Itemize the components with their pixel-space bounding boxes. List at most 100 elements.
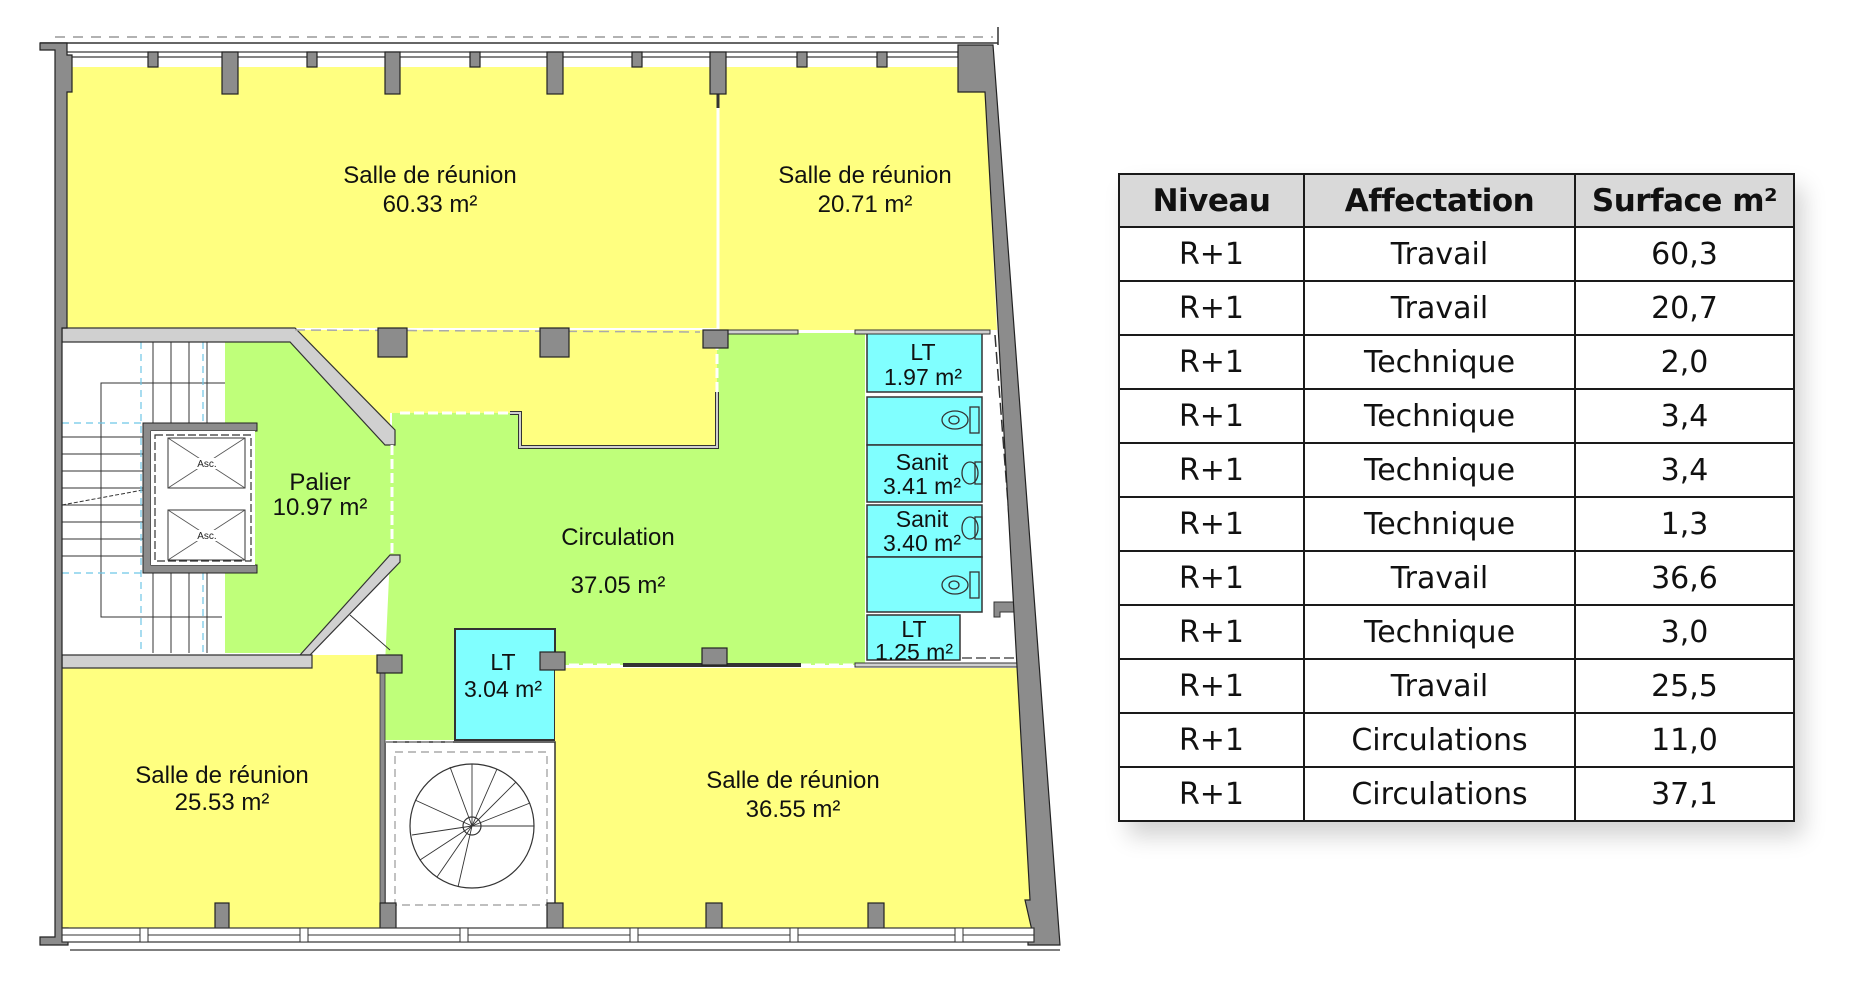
elevator-label: Asc. [197, 531, 216, 542]
room-salle-20-fill [718, 67, 997, 330]
cell-affectation: Circulations [1303, 712, 1576, 768]
svg-text:3.40 m²: 3.40 m² [883, 530, 961, 556]
cell-affectation: Travail [1303, 550, 1576, 606]
cell-affectation: Technique [1303, 334, 1576, 390]
cell-surface: 60,3 [1574, 226, 1795, 282]
svg-text:3.41 m²: 3.41 m² [883, 473, 961, 499]
toilet-icon [961, 461, 983, 485]
cell-affectation: Travail [1303, 280, 1576, 336]
header-affectation: Affectation [1303, 173, 1576, 228]
svg-text:10.97 m²: 10.97 m² [273, 494, 368, 521]
room-label-sanit-341: Sanit 3.41 m² [883, 449, 961, 499]
cell-niveau: R+1 [1118, 604, 1305, 660]
elevator-label: Asc. [197, 459, 216, 470]
room-label-salle-60: Salle de réunion 60.33 m² [343, 162, 516, 218]
svg-text:LT: LT [490, 649, 515, 675]
elevator-car-2: Asc. [167, 509, 246, 561]
wc-2-fill [866, 556, 983, 613]
cell-surface: 36,6 [1574, 550, 1795, 606]
svg-text:Sanit: Sanit [896, 449, 949, 475]
cell-niveau: R+1 [1118, 280, 1305, 336]
svg-text:20.71 m²: 20.71 m² [818, 191, 913, 218]
cell-niveau: R+1 [1118, 658, 1305, 714]
svg-text:37.05 m²: 37.05 m² [571, 572, 666, 599]
header-surface: Surface m² [1574, 173, 1795, 228]
elevator-shaft: Asc. Asc. [142, 422, 258, 574]
toilet-icon [941, 406, 980, 434]
cell-affectation: Technique [1303, 496, 1576, 552]
cell-surface: 20,7 [1574, 280, 1795, 336]
svg-text:1.97 m²: 1.97 m² [884, 364, 962, 390]
top-facade [40, 27, 999, 58]
cell-surface: 1,3 [1574, 496, 1795, 552]
svg-text:1.25 m²: 1.25 m² [875, 639, 953, 665]
cell-surface: 2,0 [1574, 334, 1795, 390]
cell-niveau: R+1 [1118, 442, 1305, 498]
table-header-row: Niveau Affectation Surface m² [1118, 173, 1795, 228]
toilet-icon [941, 571, 980, 599]
room-salle-60-annex-fill [295, 330, 718, 447]
cell-affectation: Technique [1303, 388, 1576, 444]
cell-niveau: R+1 [1118, 550, 1305, 606]
svg-text:3.04 m²: 3.04 m² [464, 676, 542, 702]
cell-surface: 37,1 [1574, 766, 1795, 822]
cell-affectation: Technique [1303, 604, 1576, 660]
room-label-lt-125: LT 1.25 m² [875, 616, 953, 665]
room-label-circulation: Circulation 37.05 m² [561, 524, 674, 599]
bottom-facade [61, 927, 1060, 951]
svg-text:36.55 m²: 36.55 m² [746, 796, 841, 823]
cell-affectation: Travail [1303, 658, 1576, 714]
floor-plan: Asc. Asc. [39, 27, 1061, 951]
svg-text:60.33 m²: 60.33 m² [383, 191, 478, 218]
room-salle-60-fill [67, 67, 718, 328]
toilet-icon [961, 516, 983, 540]
wc-1-fill [866, 396, 983, 446]
cell-niveau: R+1 [1118, 712, 1305, 768]
room-label-lt-304: LT 3.04 m² [464, 649, 542, 702]
svg-text:Circulation: Circulation [561, 524, 674, 551]
room-label-lt-197: LT 1.97 m² [884, 339, 962, 390]
room-lt-304-fill [454, 628, 556, 741]
cell-niveau: R+1 [1118, 496, 1305, 552]
cell-niveau: R+1 [1118, 334, 1305, 390]
room-lt-125-fill [866, 614, 961, 661]
cell-surface: 3,4 [1574, 442, 1795, 498]
svg-text:Salle de réunion: Salle de réunion [778, 162, 951, 189]
cell-niveau: R+1 [1118, 766, 1305, 822]
svg-text:Sanit: Sanit [896, 506, 949, 532]
cell-surface: 3,0 [1574, 604, 1795, 660]
cell-niveau: R+1 [1118, 388, 1305, 444]
pillars [147, 51, 888, 931]
room-label-salle-25: Salle de réunion 25.53 m² [135, 762, 308, 816]
header-niveau: Niveau [1118, 173, 1305, 228]
svg-text:LT: LT [901, 616, 926, 642]
svg-text:Salle de réunion: Salle de réunion [706, 767, 879, 794]
svg-text:Salle de réunion: Salle de réunion [135, 762, 308, 789]
cell-surface: 3,4 [1574, 388, 1795, 444]
cell-affectation: Technique [1303, 442, 1576, 498]
room-label-palier: Palier 10.97 m² [273, 469, 368, 521]
svg-text:Salle de réunion: Salle de réunion [343, 162, 516, 189]
room-salle-36-fill [555, 668, 1033, 928]
room-sanit-341-fill [866, 444, 983, 503]
room-palier-fill [225, 342, 392, 653]
elevator-car-1: Asc. [167, 437, 246, 489]
svg-text:Palier: Palier [289, 469, 350, 496]
room-label-sanit-340: Sanit 3.40 m² [883, 506, 961, 556]
service-shaft [962, 333, 1025, 660]
room-label-salle-20: Salle de réunion 20.71 m² [778, 162, 951, 218]
spiral-stair [384, 741, 556, 931]
stair-guides [62, 342, 204, 653]
